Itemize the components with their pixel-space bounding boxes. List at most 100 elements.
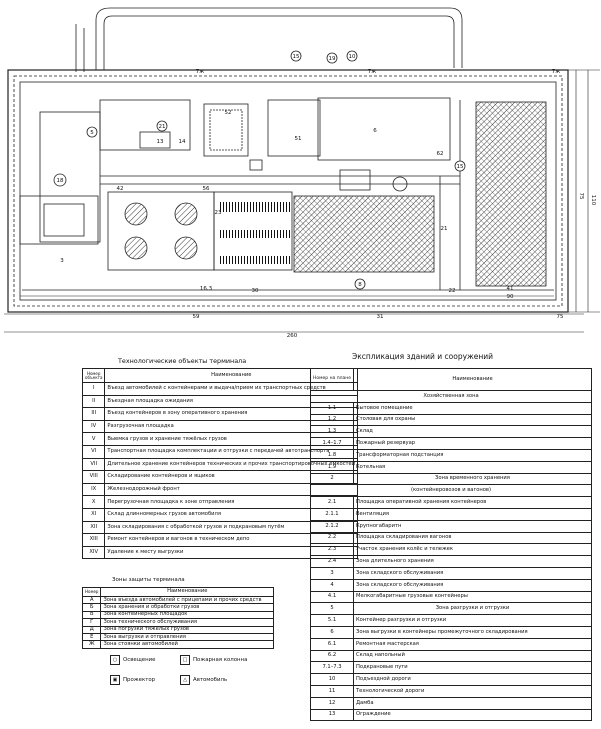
dimension-label: 7ж (368, 69, 376, 75)
row-number: XIV (81, 545, 106, 560)
row-name: Участок хранения колёс и тележек (353, 543, 592, 557)
site-boundary (7, 69, 569, 313)
building-6 (317, 97, 451, 161)
row-number: 1.3 (310, 425, 354, 439)
tech-table-title: Технологические объекты терминала (118, 357, 247, 365)
dimension-label: 110 (590, 195, 596, 206)
row-number: 10 (310, 673, 354, 686)
row-number: 12 (310, 696, 354, 710)
row-number: 1.8 (310, 448, 354, 462)
zone-label: 21 (441, 226, 448, 232)
building-51 (267, 99, 321, 157)
row-number: 1.4–1.7 (310, 437, 354, 450)
zone-label: 3 (60, 258, 64, 264)
legend-symbol-icon: ○ (110, 655, 120, 665)
row-name: Зона разгрузки и отгрузки (353, 602, 592, 616)
col-header-name: Наименование (353, 368, 592, 391)
row-name: Зона технического обслуживания (100, 618, 274, 627)
row-name: Вентиляция (353, 507, 592, 521)
row-name: Котельная (353, 460, 592, 474)
row-number: 2.3 (310, 543, 354, 557)
plan-mark: 5 (90, 130, 94, 136)
zones-table-title: Зоны защиты терминала (112, 577, 185, 583)
legend-item: □Пожарная колонна (180, 655, 247, 665)
dimension-label: 7ж (552, 69, 560, 75)
row-name: Подъездной дороги (353, 673, 592, 686)
dimension-label: 59 (193, 314, 200, 320)
row-number: 3 (310, 566, 354, 580)
dimension-label: 30 (252, 288, 259, 294)
legend-item: △Автомобиль (180, 675, 227, 685)
dimension-label: 90 (507, 294, 514, 300)
row-name: Дамба (353, 696, 592, 710)
row-number: X (81, 495, 106, 509)
row-name: Пожарный резервуар (353, 437, 592, 450)
zone-label: 41 (507, 286, 514, 292)
col-header-number: Номер объекта (81, 368, 106, 383)
row-name: Зона хранения и обработки грузов (100, 603, 274, 612)
row-name: Бытовое помещение (353, 401, 592, 415)
zone-label: 13 (157, 139, 164, 145)
row-number: 5.1 (310, 614, 354, 627)
row-number: Г (81, 618, 102, 627)
row-number: 2.1.2 (310, 519, 354, 533)
row-number: 6 (310, 625, 354, 639)
row-name: Зона погрузки тяжёлых грузов (100, 625, 274, 634)
row-number: 1.1 (310, 401, 354, 415)
plan-mark: 15 (293, 54, 300, 60)
row-number: 13 (310, 708, 354, 722)
row-name: Ограждение (353, 708, 592, 722)
dimension-label: 7ж (196, 69, 204, 75)
row-name: Крупногабаритн (353, 519, 592, 533)
plan-mark: 19 (329, 56, 336, 62)
dimension-label: 31 (377, 314, 384, 320)
table-row: Хозяйственная зона (310, 390, 592, 403)
legend-label: Прожектор (123, 677, 156, 683)
row-number: VII (81, 457, 106, 472)
row-number: Б (81, 603, 102, 612)
zone-label: 52 (225, 110, 232, 116)
zone-label: 23 (215, 210, 222, 216)
col-header-name: Наименование (100, 587, 274, 597)
building-13 (203, 103, 249, 157)
row-number: VIII (81, 470, 106, 484)
dimension-label: 56 (203, 186, 210, 192)
legend-label: Пожарная колонна (193, 657, 248, 663)
dimension-label: 260 (287, 333, 298, 339)
row-name: Зона въезда автомобилей с прицепами и пр… (100, 595, 274, 605)
row-number: 7.1–7.3 (310, 661, 354, 675)
row-name: Зона временного хранения (353, 472, 592, 486)
plan-mark: 15 (457, 164, 464, 170)
row-name: Склад напольный (353, 649, 592, 663)
row-number: 5 (310, 602, 354, 616)
row-number: IV (81, 419, 106, 434)
dimension-label: 75 (578, 193, 584, 200)
row-number: III (81, 407, 106, 421)
row-name: Зона контейнерных площадок (100, 610, 274, 620)
row-number: 6.2 (310, 649, 354, 663)
row-number: В (81, 610, 102, 620)
row-number: 6.1 (310, 637, 354, 651)
row-name: Зона выгрузки и отправления (100, 632, 274, 642)
dimension-label: 42 (117, 186, 124, 192)
